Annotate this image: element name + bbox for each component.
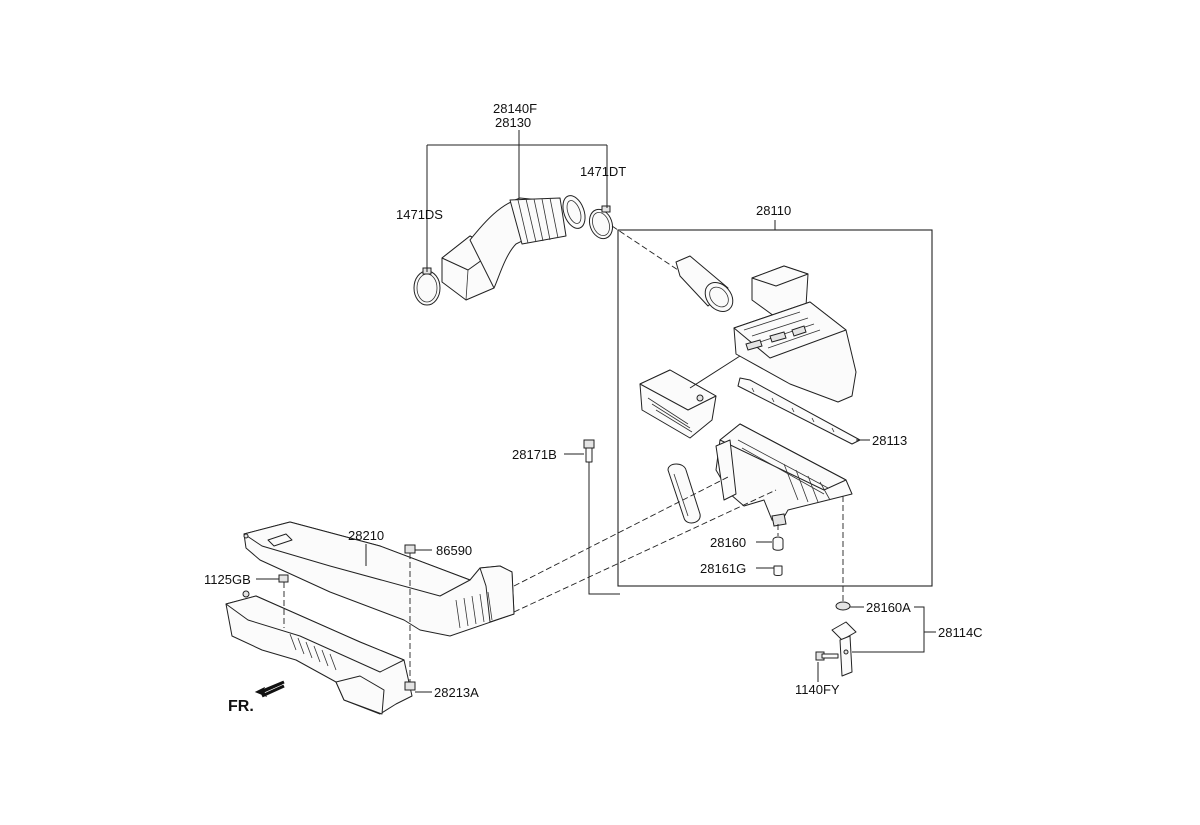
- dash-hose-to-duct: [611, 225, 691, 279]
- clamp-ring-right: [588, 208, 614, 240]
- front-arrow-shaft: [259, 680, 285, 698]
- bracket-28213A-top: [225, 595, 405, 673]
- mount-bracket-28114C: [831, 601, 857, 677]
- bellows-ribs: [517, 197, 559, 244]
- label-86590: 86590: [436, 543, 472, 558]
- label-1471DT: 1471DT: [580, 164, 626, 179]
- duct-28210-grille: [455, 591, 493, 629]
- intake-hose: [441, 195, 586, 301]
- air-filter-element: [639, 369, 717, 439]
- side-seal-groove: [673, 473, 689, 517]
- air-duct-28210: [243, 521, 515, 637]
- bolt-28171B: [583, 439, 595, 463]
- dash-duct-to-case-2: [513, 489, 777, 613]
- bolt-86590-head: [404, 544, 416, 554]
- bolt-1140FY: [815, 651, 839, 661]
- clamp-1471DT: [588, 205, 614, 240]
- bolt-28171B-shank: [585, 447, 593, 463]
- front-label: FR.: [228, 698, 254, 715]
- duct-28210-outlet: [479, 565, 515, 623]
- mount-bracket-leg: [839, 635, 853, 677]
- bolt-1140FY-shank: [821, 653, 839, 659]
- label-1140FY: 1140FY: [795, 682, 840, 697]
- filter-element-top: [639, 369, 717, 411]
- leader-hose-group: [426, 130, 608, 272]
- label-28161G: 28161G: [700, 561, 746, 576]
- front-direction-indicator: FR.: [228, 680, 285, 715]
- label-28171B: 28171B: [512, 447, 557, 462]
- upper-cover-snorkel-top: [751, 265, 809, 287]
- side-seal: [667, 463, 701, 524]
- filter-element-tab: [696, 394, 704, 402]
- air-cleaner-lower-case: [715, 423, 853, 527]
- leader-28114C-bracket: [852, 606, 925, 653]
- clamp-ring-left: [413, 270, 441, 306]
- inlet-sleeve-inner: [709, 286, 729, 308]
- grommet-28161G: [773, 565, 783, 576]
- hose-outlet-ring: [562, 195, 586, 229]
- bracket-28213A: [225, 590, 413, 715]
- leader-bolt-to-frame: [588, 462, 620, 595]
- lower-case-mount-tab: [771, 513, 787, 527]
- insulator-28160A: [835, 601, 851, 611]
- gasket-strip-28113: [737, 377, 861, 445]
- label-28160A: 28160A: [866, 600, 911, 615]
- label-28140F: 28140F: [493, 101, 537, 116]
- lower-case-ribs: [737, 439, 831, 503]
- mount-bracket-plate: [831, 621, 857, 641]
- hose-outlet-inner: [566, 200, 582, 224]
- filter-element-pleats: [647, 397, 693, 433]
- inlet-sleeve-mouth: [704, 282, 734, 312]
- label-28130: 28130: [495, 115, 531, 130]
- resonator-edge: [465, 269, 469, 301]
- duct-28210-hole: [243, 533, 249, 539]
- bolt-1125GB: [278, 574, 289, 583]
- bolt-1125GB-head: [278, 574, 289, 583]
- nut-28213A: [404, 681, 416, 691]
- clamp-1471DS: [413, 267, 441, 306]
- label-28160: 28160: [710, 535, 746, 550]
- air-cleaner-upper-cover: [733, 265, 857, 403]
- air-cleaner-inlet-sleeve: [675, 255, 734, 312]
- bracket-28213A-hole: [242, 590, 250, 598]
- bolt-28171B-head: [583, 439, 595, 449]
- label-28114C: 28114C: [938, 625, 983, 640]
- label-28213A: 28213A: [434, 685, 479, 700]
- lower-case-side-wall: [715, 439, 737, 501]
- lower-case-rim: [719, 423, 847, 491]
- gasket-strip-body: [737, 377, 861, 445]
- label-28210: 28210: [348, 528, 384, 543]
- upper-cover-ribs: [743, 311, 821, 349]
- clamp-screw-right: [601, 205, 611, 213]
- label-1471DS: 1471DS: [396, 207, 443, 222]
- label-28113: 28113: [872, 433, 907, 448]
- bolt-86590: [404, 544, 416, 554]
- dash-duct-to-case: [513, 475, 731, 587]
- label-28110: 28110: [756, 203, 791, 218]
- clamp-ring-right-inner: [592, 211, 610, 237]
- duct-28210-top: [243, 521, 471, 597]
- mount-bracket-hole: [843, 649, 849, 655]
- bracket-28213A-ribs: [289, 633, 337, 671]
- grommet-28160: [772, 536, 784, 551]
- gasket-strip-notches: [751, 387, 835, 433]
- bracket-28213A-foot: [335, 675, 385, 715]
- duct-28210-label-plate: [267, 533, 293, 547]
- label-1125GB: 1125GB: [204, 572, 251, 587]
- leader-filter-link: [689, 355, 741, 389]
- side-seal-body: [667, 463, 701, 524]
- grommet-28160-body: [772, 540, 784, 551]
- grommet-28161G-body: [773, 565, 783, 576]
- upper-cover-top: [733, 301, 847, 359]
- upper-cover-clips: [745, 325, 807, 351]
